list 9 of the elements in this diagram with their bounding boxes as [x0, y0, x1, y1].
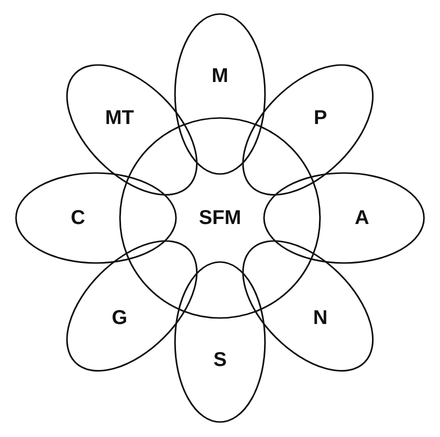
- node-label: S: [213, 350, 227, 370]
- node-label: P: [314, 108, 328, 128]
- node-label: C: [70, 208, 86, 228]
- node-label: SFM: [198, 208, 242, 228]
- node-label: A: [354, 208, 370, 228]
- node-label: MT: [105, 108, 134, 128]
- node-label: G: [112, 308, 128, 328]
- node-label: N: [313, 308, 328, 328]
- node-label: M: [212, 66, 228, 86]
